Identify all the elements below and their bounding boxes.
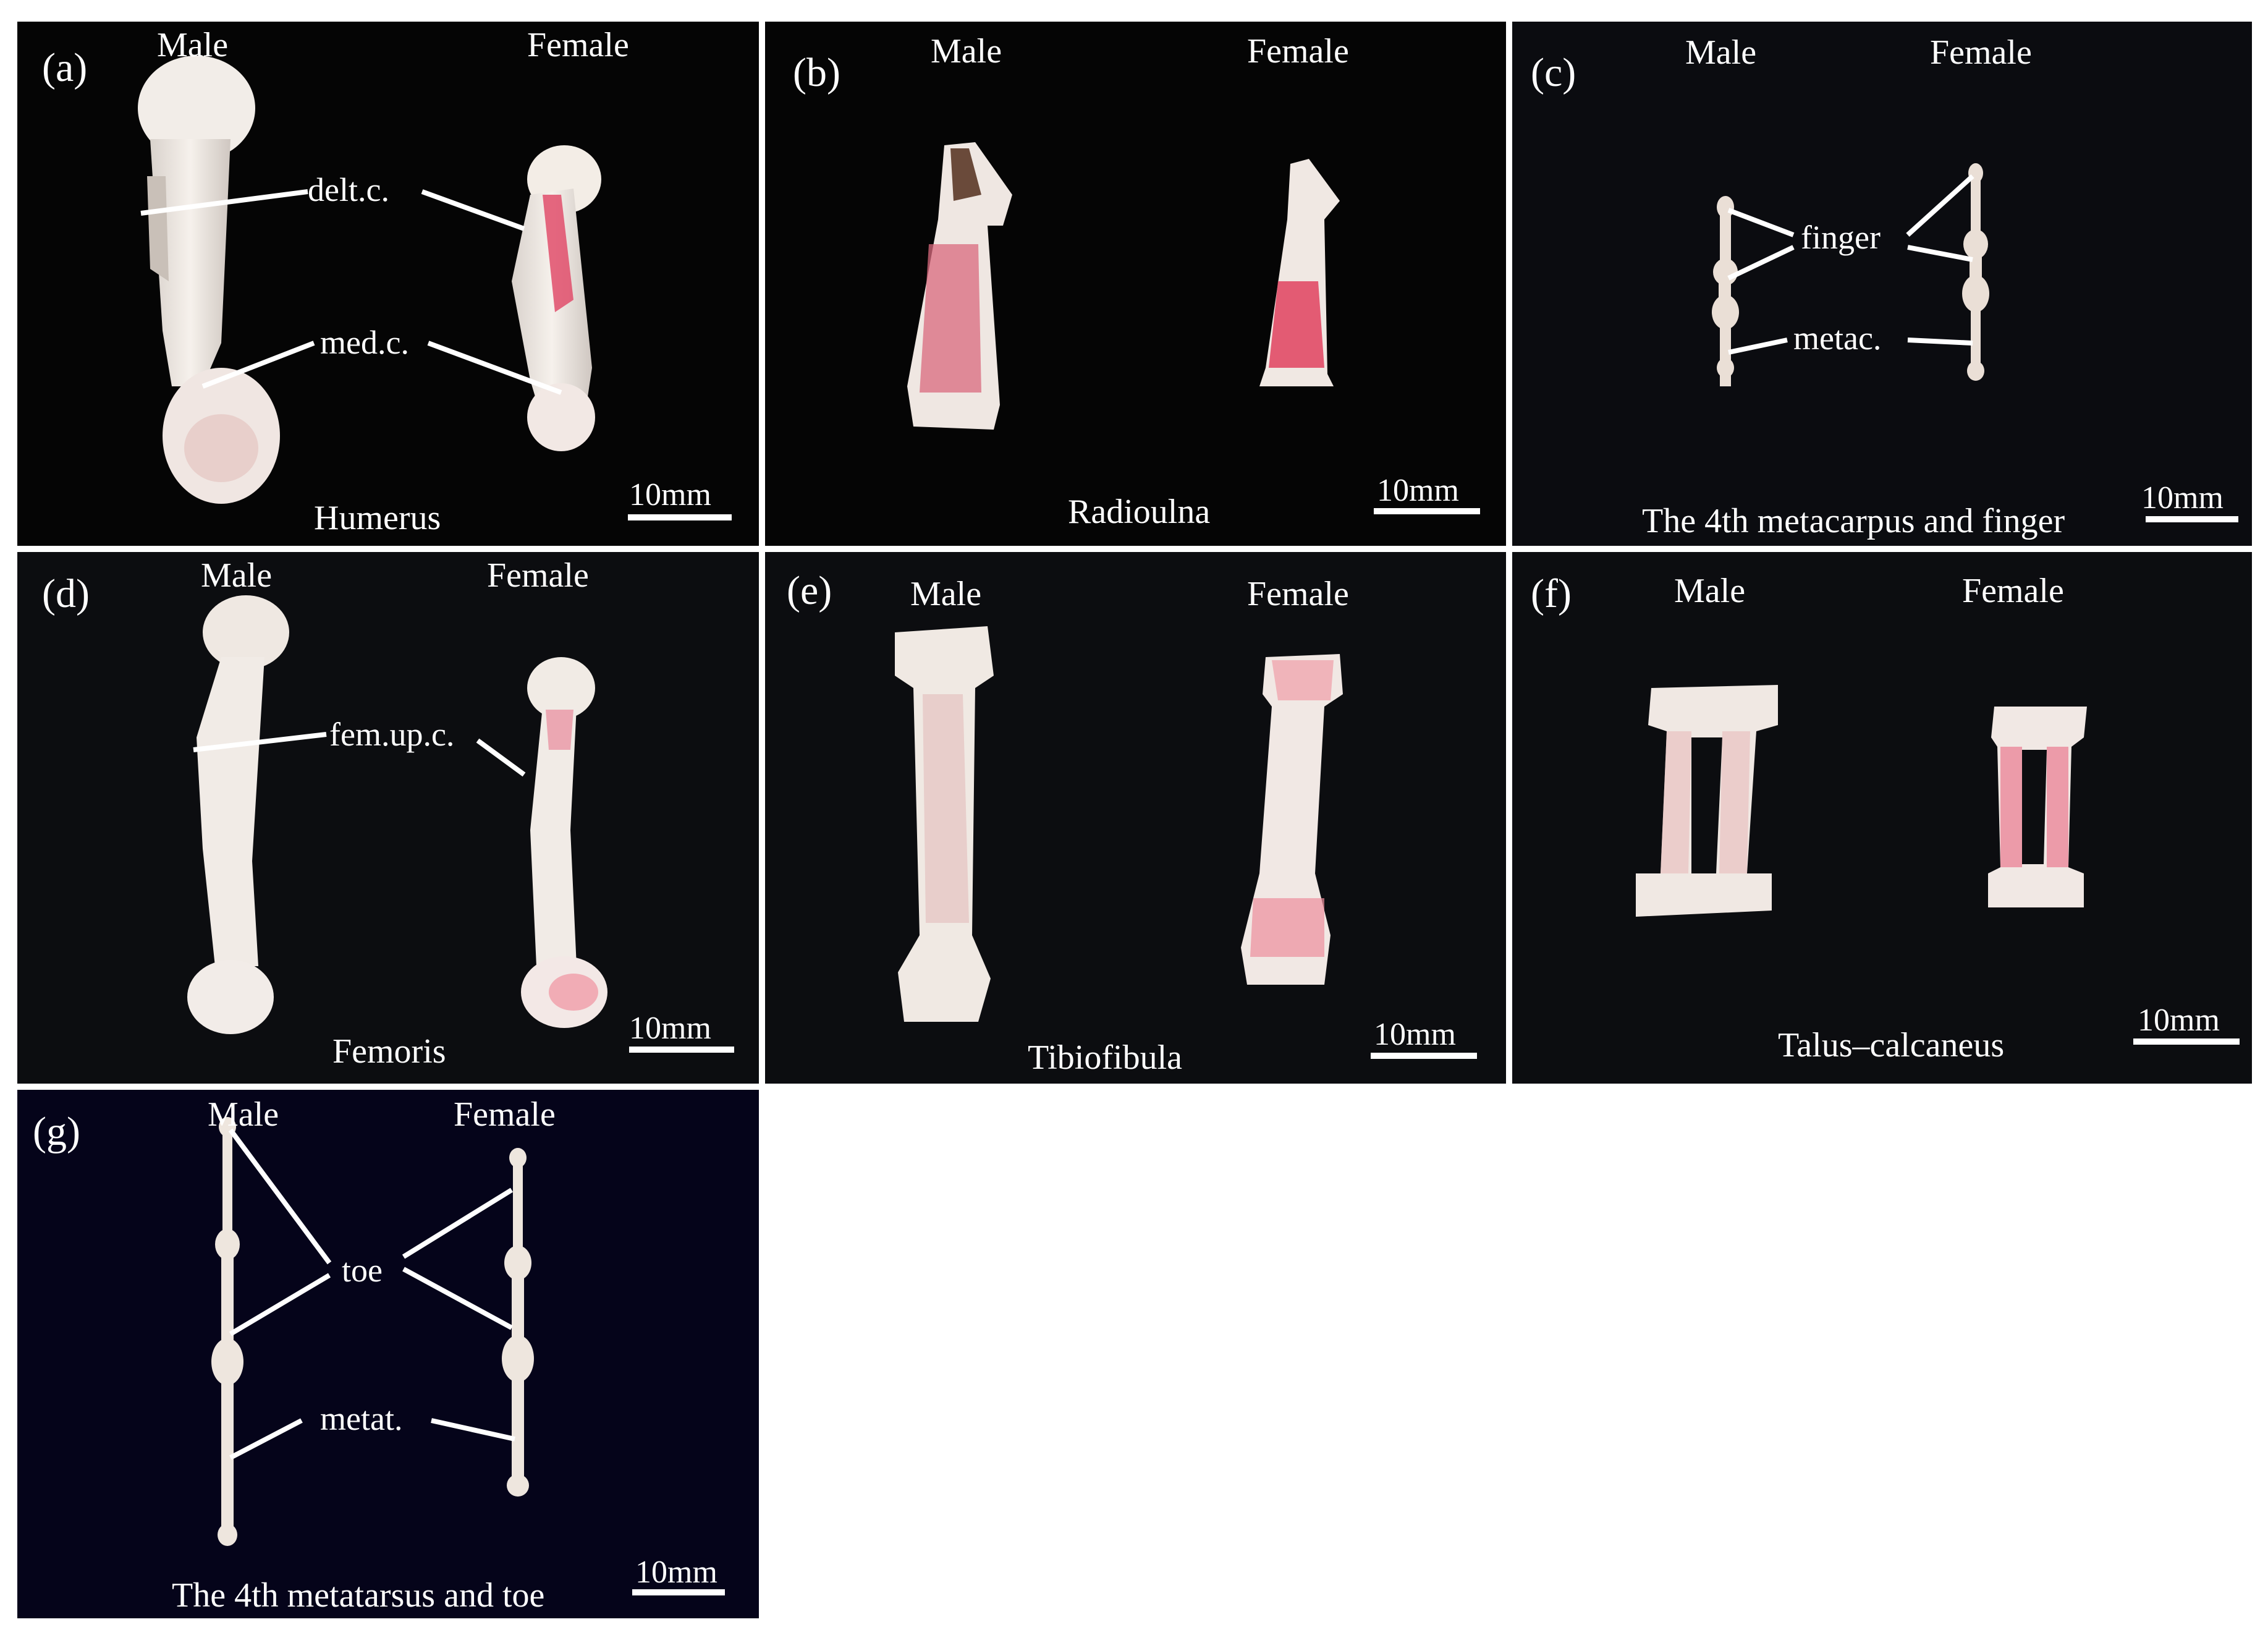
male-label-b: Male — [931, 32, 1002, 70]
caption-a: Humerus — [314, 499, 441, 537]
male-radioulna-bone — [907, 142, 1012, 430]
scale-label-a: 10mm — [629, 477, 711, 512]
female-label-b: Female — [1247, 32, 1349, 70]
med-c-male-pointer — [201, 341, 315, 389]
metat-male-pointer — [229, 1418, 303, 1460]
panel-d-femoris: (d) Male Female fem.up.c. Femoris 10mm — [17, 552, 759, 1084]
scale-bar-d — [629, 1047, 734, 1053]
finger-male-pointer-2 — [1727, 245, 1795, 281]
fem-up-c-male-pointer — [193, 732, 327, 752]
scale-bar-b — [1374, 508, 1480, 514]
panel-e-tibiofibula: (e) Male Female Tibiofibula 10mm — [765, 552, 1506, 1084]
delt-c-male-pointer — [140, 189, 308, 216]
scale-label-f: 10mm — [2138, 1003, 2220, 1038]
male-toe-bone — [211, 1117, 243, 1546]
panel-g-photo — [211, 1117, 534, 1546]
female-toe-bone — [502, 1148, 534, 1497]
panel-c-metacarpus-finger: (c) Male Female finger metac. The 4th me… — [1512, 22, 2252, 546]
annotation-metat: metat. — [320, 1400, 403, 1437]
female-label-c: Female — [1930, 33, 2032, 72]
female-label-e: Female — [1247, 575, 1349, 613]
annotation-delt-c: delt.c. — [308, 171, 389, 208]
toe-female-pointer-2 — [402, 1267, 513, 1330]
caption-d: Femoris — [332, 1032, 446, 1071]
panel-f-photo — [1636, 685, 2087, 917]
finger-male-pointer-1 — [1727, 208, 1795, 237]
panel-label-f: (f) — [1531, 571, 1572, 616]
male-talus-calcaneus-bone — [1636, 685, 1778, 917]
female-radioulna-bone — [1259, 159, 1340, 386]
female-label-f: Female — [1962, 572, 2064, 610]
male-femur-bone — [187, 595, 289, 1034]
panel-d-photo — [187, 595, 607, 1034]
panel-f-talus-calcaneus: (f) Male Female Talus–calcaneus 10mm — [1512, 552, 2252, 1084]
annotation-metac: metac. — [1793, 320, 1882, 357]
panel-a-humerus: (a) Male Female delt.c. med.c. Humerus 1… — [17, 22, 759, 546]
male-label-g: Male — [208, 1095, 279, 1134]
panel-b-photo — [907, 142, 1340, 430]
annotation-toe: toe — [342, 1252, 383, 1289]
female-talus-calcaneus-bone — [1988, 707, 2087, 907]
toe-male-pointer-2 — [229, 1273, 331, 1336]
scale-label-d: 10mm — [629, 1011, 711, 1046]
caption-f: Talus–calcaneus — [1778, 1026, 2005, 1064]
metat-female-pointer — [431, 1418, 515, 1442]
panel-label-a: (a) — [42, 45, 88, 90]
male-label-e: Male — [910, 575, 982, 613]
caption-c: The 4th metacarpus and finger — [1642, 502, 2065, 540]
panel-label-g: (g) — [33, 1109, 80, 1154]
female-femur-bone — [521, 657, 607, 1028]
male-label-a: Male — [157, 26, 229, 64]
scale-bar-a — [628, 514, 732, 520]
med-c-female-pointer — [427, 341, 562, 395]
female-humerus-bone — [512, 145, 601, 451]
male-humerus-bone — [138, 56, 280, 504]
panel-label-d: (d) — [42, 571, 90, 616]
scale-label-c: 10mm — [2141, 480, 2224, 516]
panel-e-photo — [895, 626, 1343, 1022]
female-label-a: Female — [527, 26, 629, 64]
scale-label-b: 10mm — [1377, 473, 1459, 508]
panel-c-photo — [1712, 163, 1989, 386]
delt-c-female-pointer — [421, 189, 525, 231]
scale-label-g: 10mm — [635, 1555, 717, 1590]
panel-label-b: (b) — [793, 50, 840, 95]
annotation-fem-up-c: fem.up.c. — [329, 716, 455, 753]
male-tibiofibula-bone — [895, 626, 994, 1022]
panel-label-e: (e) — [787, 568, 832, 613]
metac-female-pointer — [1907, 338, 1973, 346]
toe-female-pointer-1 — [402, 1187, 514, 1259]
panel-a-photo — [138, 56, 601, 504]
female-tibiofibula-bone — [1241, 654, 1343, 985]
male-finger-bone — [1712, 196, 1739, 386]
finger-female-pointer-1 — [1906, 174, 1974, 237]
male-label-f: Male — [1674, 572, 1746, 610]
panel-g-metatarsus-toe: (g) Male Female toe metat. The 4th metat… — [17, 1090, 759, 1618]
toe-male-pointer-1 — [228, 1128, 332, 1265]
scale-bar-f — [2133, 1038, 2240, 1045]
caption-b: Radioulna — [1068, 493, 1211, 531]
scale-bar-g — [632, 1589, 725, 1595]
finger-female-pointer-2 — [1907, 245, 1973, 262]
female-finger-bone — [1962, 163, 1989, 381]
female-label-d: Female — [487, 556, 589, 595]
metac-male-pointer — [1728, 338, 1788, 355]
male-label-d: Male — [201, 556, 273, 595]
female-label-g: Female — [454, 1095, 556, 1134]
panel-b-radioulna: (b) Male Female Radioulna 10mm — [765, 22, 1506, 546]
caption-e: Tibiofibula — [1028, 1038, 1182, 1077]
scale-bar-c — [2146, 516, 2238, 522]
caption-g: The 4th metatarsus and toe — [172, 1576, 545, 1615]
annotation-med-c: med.c. — [320, 324, 409, 361]
male-label-c: Male — [1685, 33, 1757, 72]
annotation-finger: finger — [1801, 219, 1881, 256]
fem-up-c-female-pointer — [476, 738, 526, 777]
scale-bar-e — [1371, 1053, 1477, 1059]
panel-label-c: (c) — [1531, 50, 1576, 95]
scale-label-e: 10mm — [1374, 1017, 1456, 1052]
